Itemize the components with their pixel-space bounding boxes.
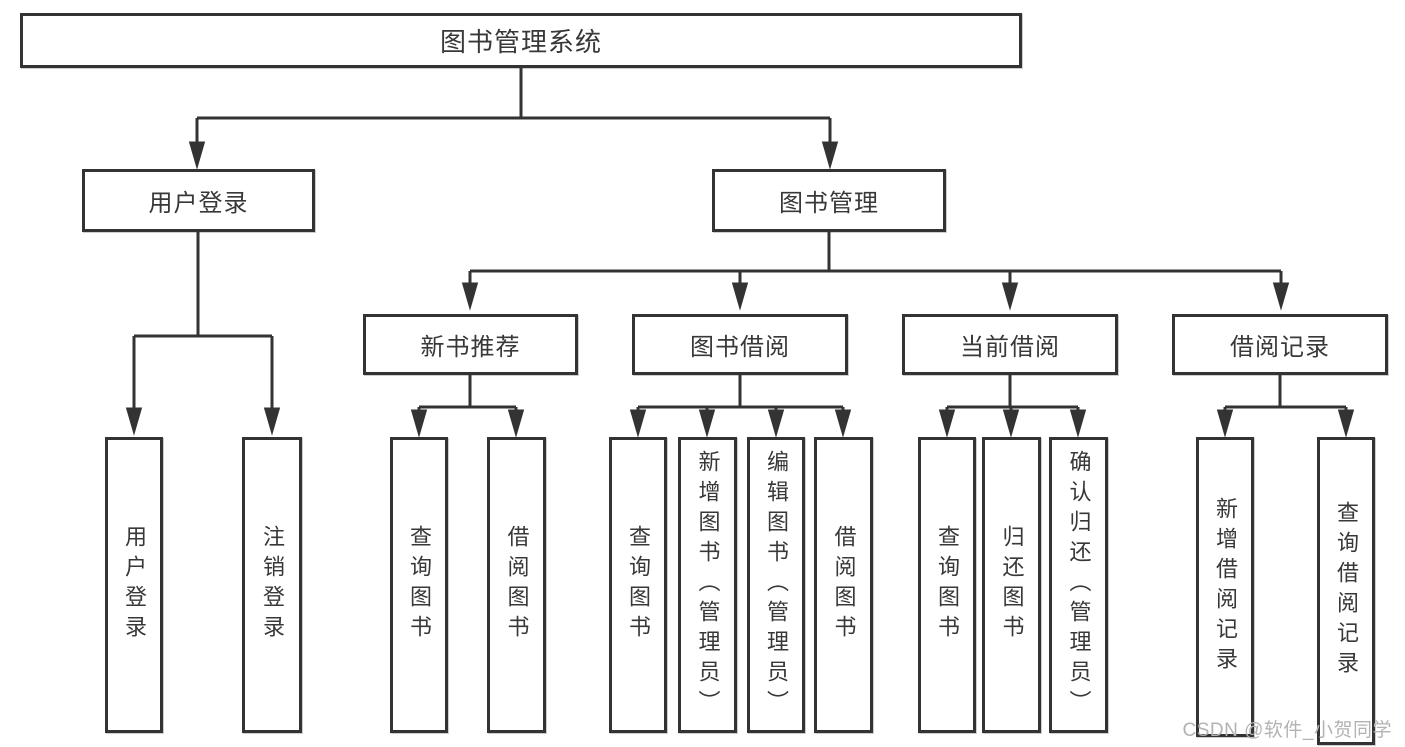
node-book-management-label: 图书管理 [779,190,879,217]
leaf-borrow-books-borrowing: 借阅图书 [814,437,873,733]
leaf-add-book-admin: 新增图书（管理员） [678,437,737,733]
leaf-borrow-books-borrowing-label: 借阅图书 [831,525,857,645]
leaf-edit-book-admin: 编辑图书（管理员） [747,437,805,733]
leaf-query-books-borrowing-label: 查询图书 [626,525,651,645]
leaf-borrow-books-recommend: 借阅图书 [487,437,546,733]
leaf-query-books-recommend: 查询图书 [390,437,448,733]
watermark: CSDN @软件_小贺同学 [1182,720,1392,741]
node-library-management-system: 图书管理系统 [20,13,1022,68]
node-new-book-recommendation: 新书推荐 [363,314,578,375]
connector-root-to-level2 [188,66,839,170]
leaf-logout: 注销登录 [242,437,302,733]
connector-book-management-to-level3 [461,231,1290,311]
leaf-return-book-label: 归还图书 [999,525,1025,645]
leaf-query-borrow-record: 查询借阅记录 [1317,437,1375,745]
leaf-query-books-recommend-label: 查询图书 [407,525,432,645]
connector-book-borrowing-to-leaves [629,373,852,438]
leaf-confirm-return-admin: 确认归还（管理员） [1049,437,1108,733]
connector-borrowing-records-to-leaves [1216,373,1355,438]
node-current-borrowing-label: 当前借阅 [960,334,1060,361]
node-current-borrowing: 当前借阅 [902,314,1118,375]
node-book-management: 图书管理 [712,169,946,232]
connector-new-book-recommendation-to-leaves [410,373,525,438]
node-new-book-recommendation-label: 新书推荐 [420,334,521,361]
node-book-borrowing: 图书借阅 [632,314,848,375]
leaf-query-books-borrowing: 查询图书 [609,437,667,733]
connector-current-borrowing-to-leaves [938,373,1087,438]
leaf-add-borrow-record-label: 新增借阅记录 [1213,497,1238,677]
leaf-logout-label: 注销登录 [260,525,285,645]
node-user-login: 用户登录 [82,169,315,232]
leaf-add-borrow-record: 新增借阅记录 [1196,437,1254,737]
leaf-edit-book-admin-label: 编辑图书（管理员） [764,450,789,720]
leaf-add-book-admin-label: 新增图书（管理员） [695,450,721,720]
leaf-confirm-return-admin-label: 确认归还（管理员） [1066,450,1092,720]
node-user-login-label: 用户登录 [148,190,249,217]
leaf-return-book: 归还图书 [982,437,1041,733]
node-book-borrowing-label: 图书借阅 [690,334,790,361]
leaf-query-books-current-label: 查询图书 [935,525,960,645]
leaf-query-books-current: 查询图书 [918,437,976,733]
node-library-management-system-label: 图书管理系统 [439,27,602,57]
leaf-user-login: 用户登录 [105,437,163,733]
leaf-borrow-books-recommend-label: 借阅图书 [504,525,530,645]
node-borrowing-records-label: 借阅记录 [1230,334,1330,361]
node-borrowing-records: 借阅记录 [1172,314,1388,375]
connector-user-login-to-leaves [125,231,281,436]
leaf-user-login-label: 用户登录 [122,525,147,645]
leaf-query-borrow-record-label: 查询借阅记录 [1334,501,1359,681]
